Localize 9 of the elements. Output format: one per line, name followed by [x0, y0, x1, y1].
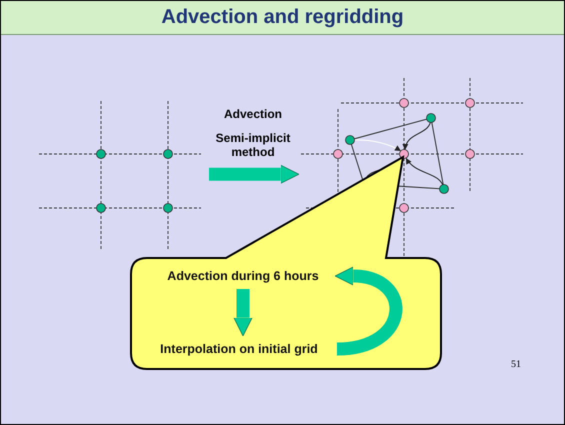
- step-label: Interpolation on initial grid: [141, 336, 337, 362]
- step-label: Advection during 6 hours: [151, 263, 335, 289]
- arrow-caption: Semi-implicit method: [214, 131, 292, 159]
- callout-tooltip: [129, 155, 443, 371]
- arrow-caption: Advection: [222, 107, 283, 121]
- slide-title: Advection and regridding: [1, 1, 564, 35]
- page-number: 51: [510, 359, 522, 370]
- arrow: [209, 164, 300, 184]
- arrow: [234, 289, 252, 336]
